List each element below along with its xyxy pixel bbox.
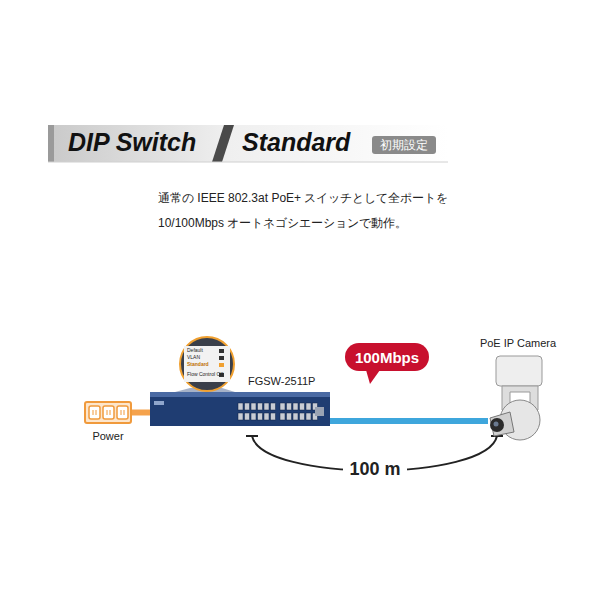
pill-pointer <box>366 370 380 384</box>
banner-subtitle: Standard <box>242 128 350 157</box>
node-text: 100Mbps <box>355 349 419 366</box>
ip-camera: PoE IP Camera <box>488 352 548 444</box>
dip-label: Standard <box>187 362 209 368</box>
socket-row <box>86 403 130 422</box>
dip-label: Flow Control Off <box>187 372 223 378</box>
zoom-callout <box>175 337 235 392</box>
description-line: 通常の IEEE 802.3at PoE+ スイッチとして全ポートを <box>158 192 448 206</box>
speed-callout: 100Mbps <box>345 343 429 371</box>
node-text: PoE IP Camera <box>480 337 556 349</box>
camera-art <box>488 352 548 444</box>
dip-label: Default <box>187 348 203 354</box>
cable-connector <box>330 418 488 424</box>
description-line: 10/100Mbps オートネゴシエーションで動作。 <box>158 217 407 231</box>
node-text: Power <box>92 430 123 442</box>
node-text: FGSW-2511P <box>248 375 315 387</box>
distance-label: 100 m <box>343 459 406 480</box>
cable-connector <box>132 410 150 416</box>
port-array <box>150 397 330 426</box>
header-banner <box>48 125 448 162</box>
poe-switch: FGSW-2511P <box>150 392 330 426</box>
setting-tag: 初期設定 <box>372 136 436 154</box>
node-text: 初期設定 <box>380 137 428 154</box>
banner-title: DIP Switch <box>68 128 196 157</box>
dip-label: VLAN <box>187 355 200 361</box>
power-strip: Power <box>84 401 132 424</box>
